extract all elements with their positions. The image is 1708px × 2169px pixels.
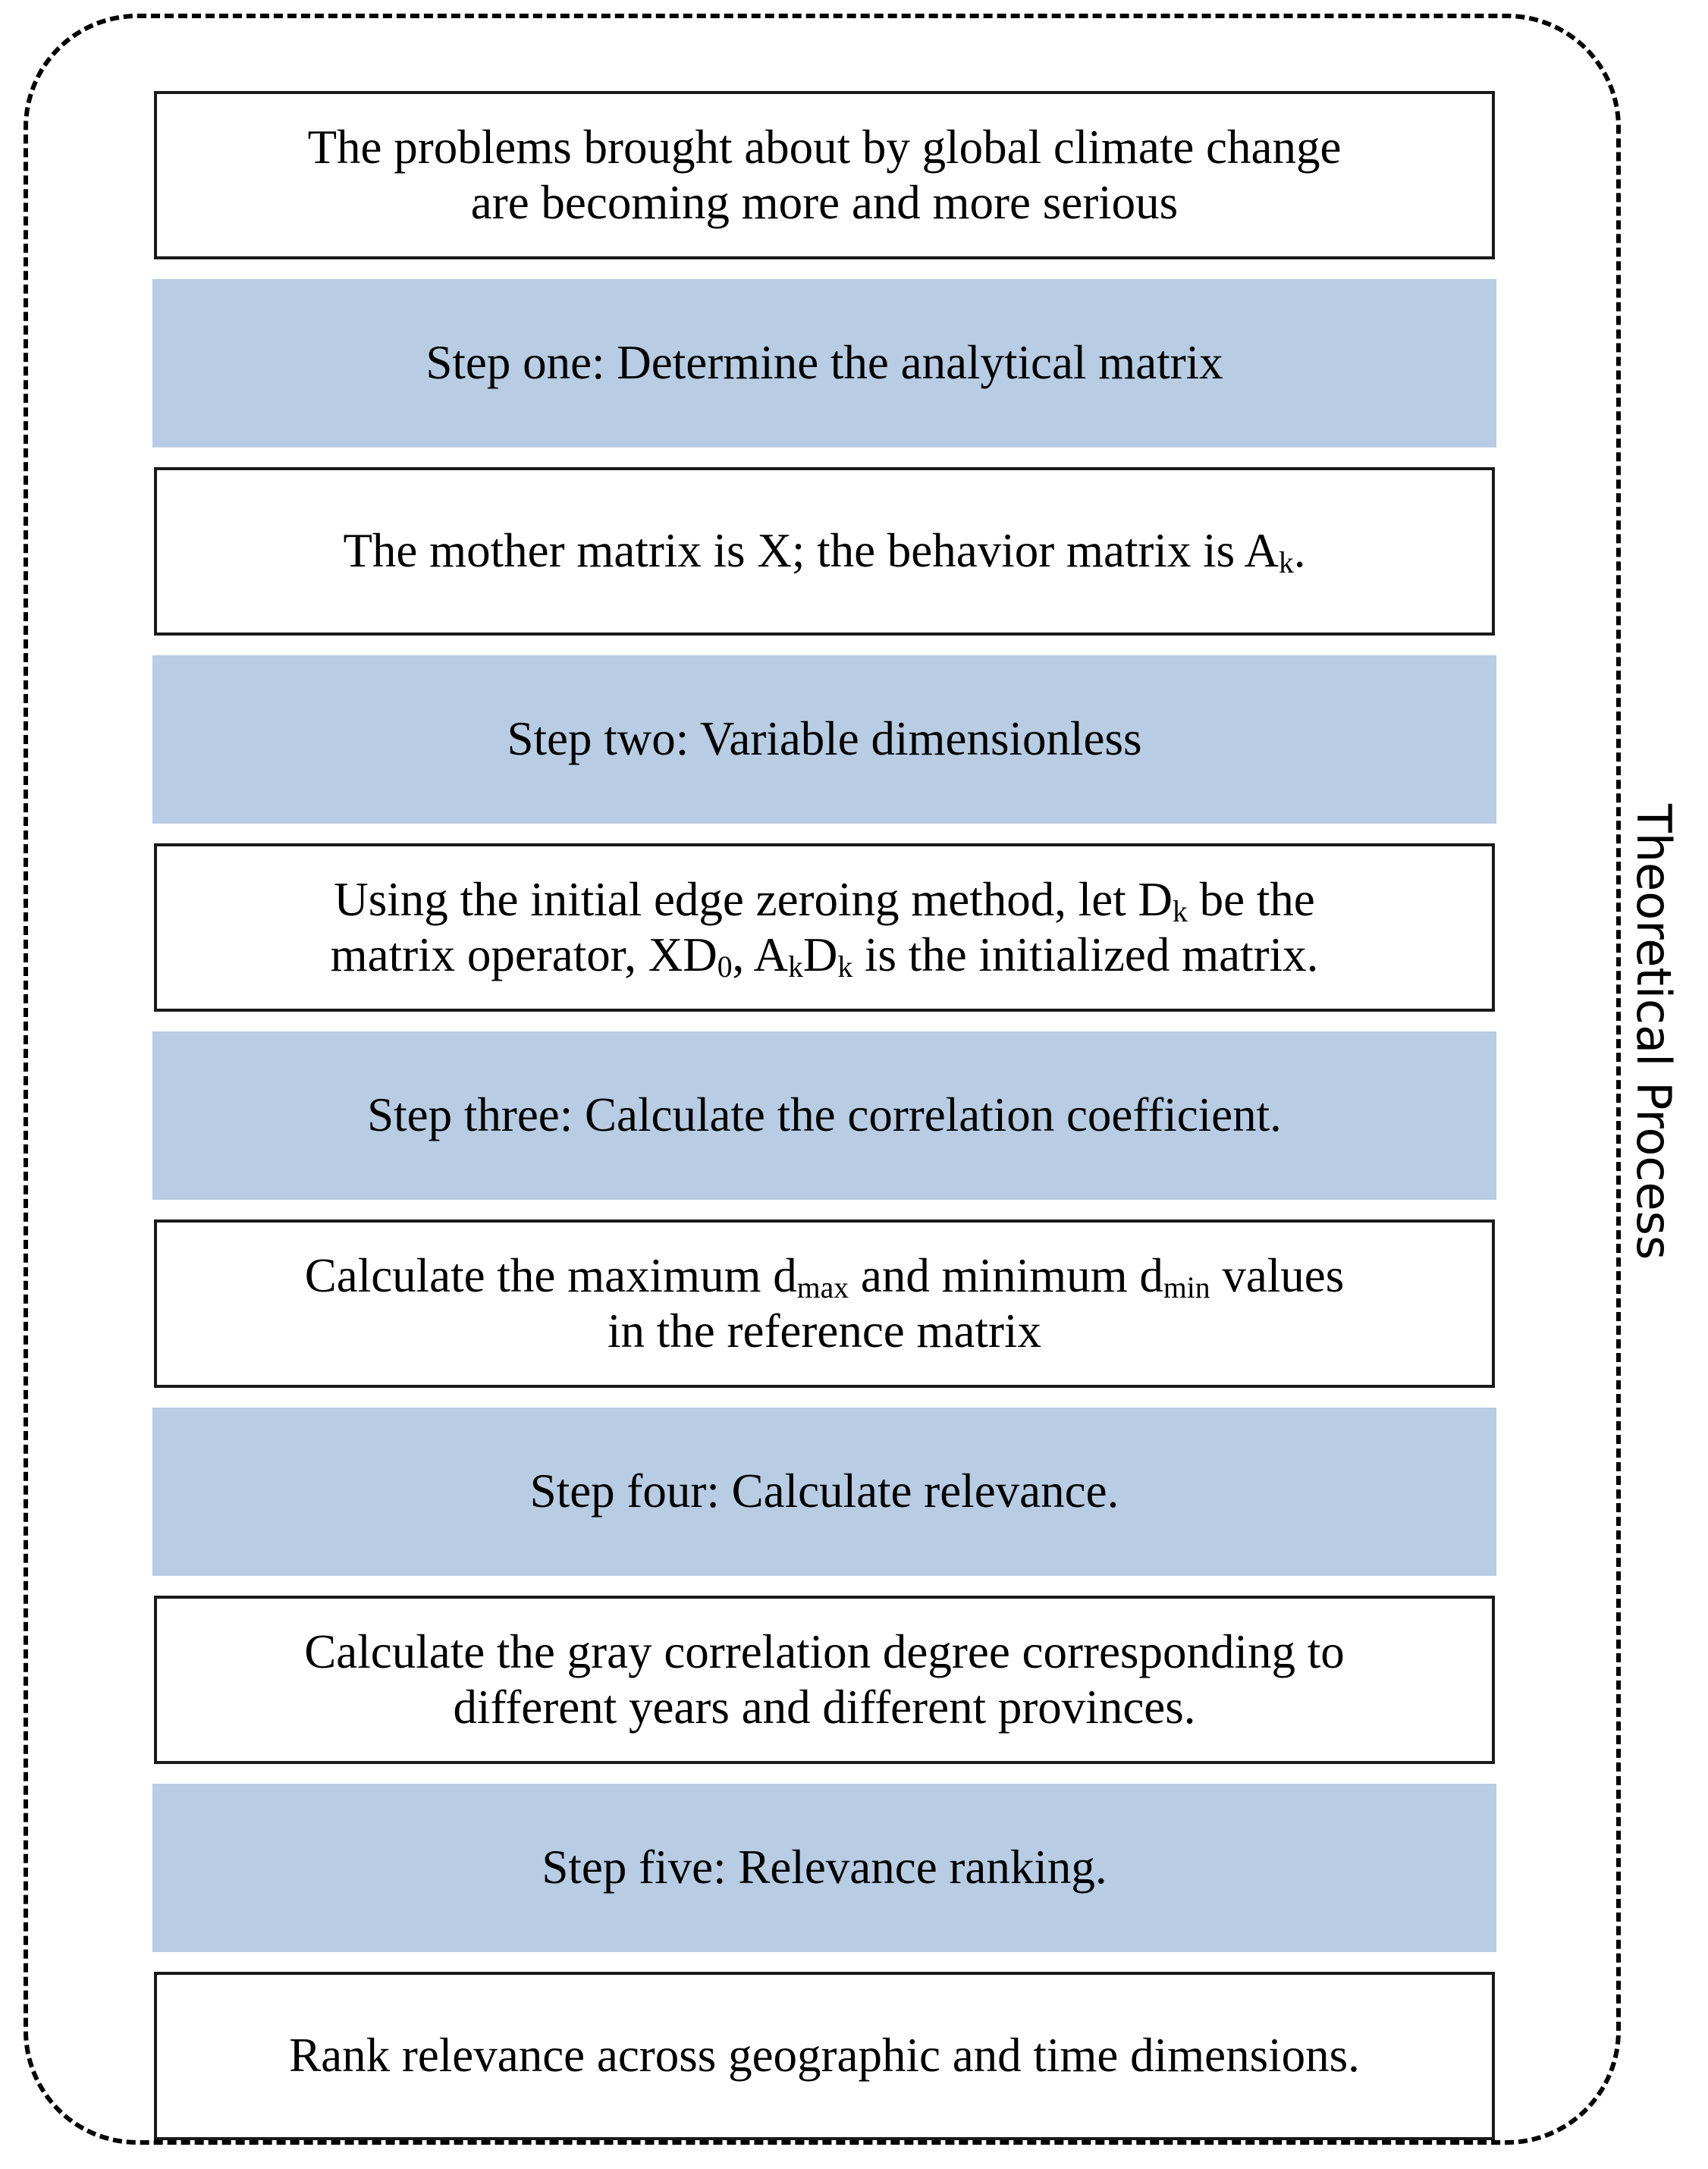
flow-box-label: Step one: Determine the analytical matri… [425, 336, 1223, 390]
flow-box-label: Step two: Variable dimensionless [507, 712, 1142, 766]
flow-box-label: Using the initial edge zeroing method, l… [330, 872, 1319, 984]
flow-box-step-two-header: Step two: Variable dimensionless [152, 655, 1496, 824]
box-gap [154, 1200, 1495, 1219]
flow-box-step-four-header: Step four: Calculate relevance. [152, 1408, 1496, 1576]
box-gap [154, 1388, 1495, 1408]
box-gap [154, 636, 1495, 655]
flow-box-stack: The problems brought about by global cli… [152, 91, 1496, 2140]
flow-box-step-five-detail: Rank relevance across geographic and tim… [154, 1972, 1495, 2140]
flow-box-step-three-header: Step three: Calculate the correlation co… [152, 1031, 1496, 1200]
flow-box-step-one-header: Step one: Determine the analytical matri… [152, 279, 1496, 447]
flow-box-label: The mother matrix is X; the behavior mat… [343, 524, 1306, 580]
flow-box-label: The problems brought about by global cli… [307, 120, 1342, 229]
flow-box-label: Rank relevance across geographic and tim… [289, 2029, 1360, 2083]
flow-box-label: Step five: Relevance ranking. [542, 1841, 1107, 1894]
flow-box-problem-statement: The problems brought about by global cli… [154, 91, 1495, 259]
flow-box-label: Calculate the gray correlation degree co… [304, 1624, 1345, 1734]
flow-box-step-five-header: Step five: Relevance ranking. [152, 1784, 1496, 1952]
box-gap [154, 824, 1495, 843]
flow-box-step-four-detail: Calculate the gray correlation degree co… [154, 1596, 1495, 1764]
box-gap [154, 1952, 1495, 1972]
box-gap [154, 1576, 1495, 1596]
flow-box-step-two-detail: Using the initial edge zeroing method, l… [154, 843, 1495, 1012]
side-label-text: Theoretical Process [1625, 804, 1681, 1260]
flow-box-label: Step four: Calculate relevance. [529, 1464, 1119, 1518]
flow-box-label: Step three: Calculate the correlation co… [367, 1088, 1282, 1142]
side-label-theoretical-process: Theoretical Process [1625, 804, 1706, 1350]
box-gap [154, 259, 1495, 279]
box-gap [154, 447, 1495, 467]
flow-box-step-three-detail: Calculate the maximum dmax and minimum d… [154, 1219, 1495, 1388]
box-gap [154, 1012, 1495, 1031]
box-gap [154, 1764, 1495, 1784]
flow-box-step-one-detail: The mother matrix is X; the behavior mat… [154, 467, 1495, 636]
flow-box-label: Calculate the maximum dmax and minimum d… [304, 1248, 1345, 1358]
